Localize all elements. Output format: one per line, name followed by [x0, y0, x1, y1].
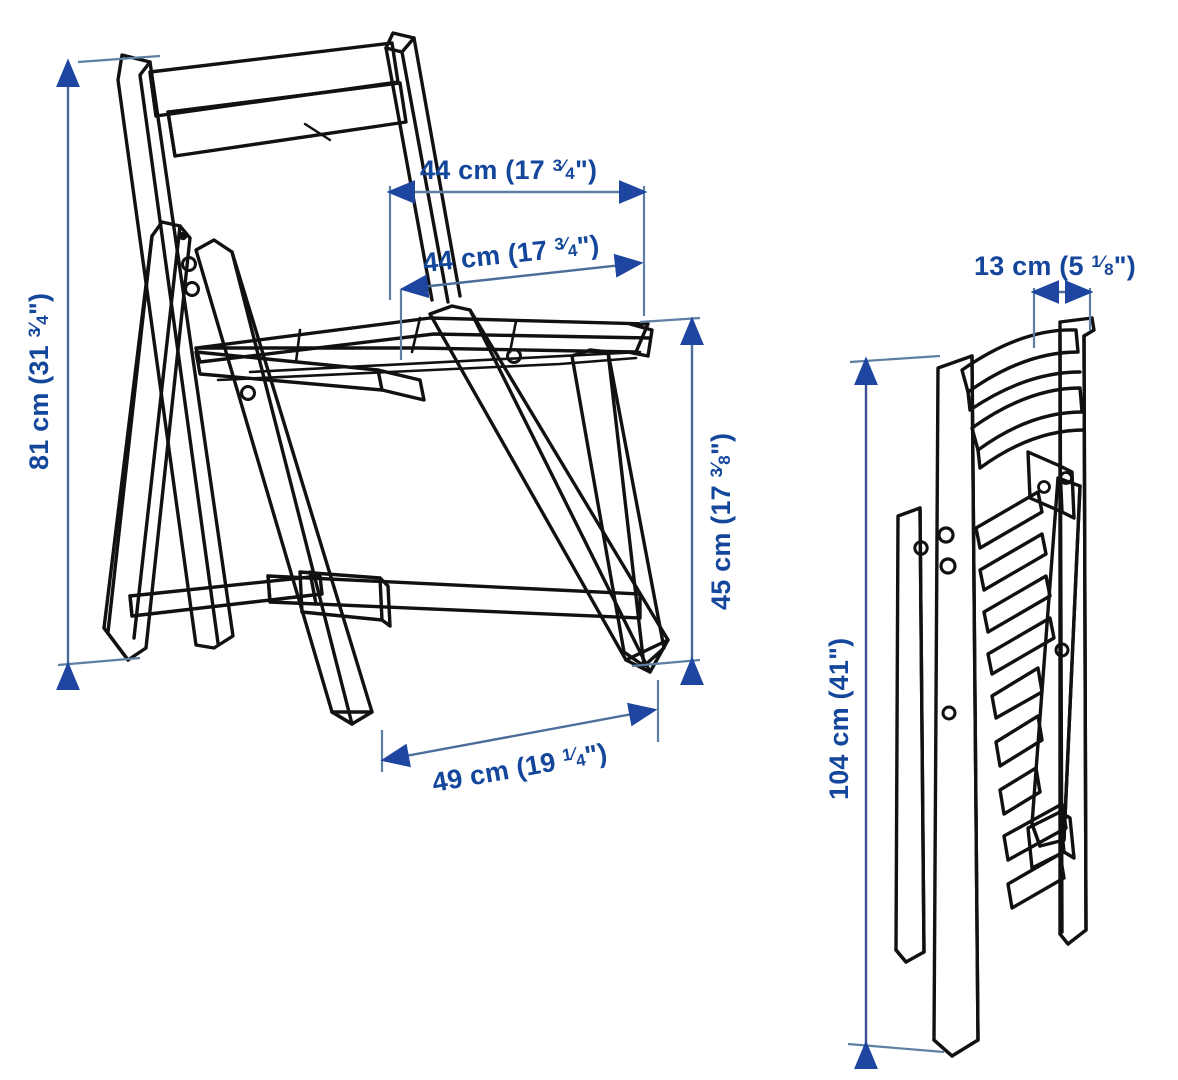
- dimension-folded-height: 104 cm (41"): [824, 354, 945, 1070]
- dimension-label-folded-height: 104 cm (41"): [824, 638, 854, 800]
- chair-seat-side-rail: [194, 350, 426, 402]
- dimension-label-seat-height: 45 cm (17 3⁄8"): [706, 433, 736, 610]
- pivot-hole-b: [181, 256, 197, 272]
- chair-rear-left-leg: [102, 220, 192, 662]
- chair-back-left-post: [116, 53, 235, 650]
- dimension-back-width: 44 cm (17 3⁄4"): [386, 155, 648, 316]
- folded-pivot-hole-g: [1054, 642, 1070, 658]
- dim-line: [399, 253, 644, 299]
- folded-pivot-hole-e: [1037, 480, 1051, 494]
- folded-back-slat-lower: [970, 386, 1086, 470]
- folded-bottom-block: [1026, 810, 1076, 870]
- folded-back-slat-upper: [960, 328, 1082, 412]
- dimension-overall-height: 81 cm (31 3⁄4"): [24, 54, 161, 691]
- chair-back-slat-lower: [166, 81, 408, 158]
- pivot-hole-d: [506, 348, 522, 364]
- dimension-folded-thickness: 13 cm (5 1⁄8"): [974, 251, 1136, 348]
- pivot-hole-e: [240, 385, 256, 401]
- folded-chair-illustration: [894, 316, 1096, 1058]
- dimension-seat-height: 45 cm (17 3⁄8"): [631, 316, 736, 686]
- folded-pivot-hole-d: [941, 705, 957, 721]
- folded-pivot-hole-b: [937, 526, 955, 544]
- dimension-label-folded-thickness: 13 cm (5 1⁄8"): [974, 251, 1136, 281]
- dimension-label-back-width: 44 cm (17 3⁄4"): [420, 155, 597, 185]
- chair-stretcher-left: [128, 574, 324, 618]
- dimension-label-overall-height: 81 cm (31 3⁄4"): [24, 293, 54, 470]
- chair-front-left-leg: [194, 238, 374, 726]
- folded-leg-far: [894, 506, 926, 964]
- back-slat-join: [303, 122, 332, 142]
- ext-line-top: [77, 54, 161, 64]
- pivot-hole-c: [184, 281, 200, 297]
- pivot-hole-a: [178, 231, 188, 241]
- folded-hinge-bracket: [1026, 450, 1076, 520]
- dim-line: [380, 702, 658, 768]
- folded-seat-slats: [974, 490, 1068, 910]
- chair-stretcher-block: [298, 570, 392, 628]
- folded-pivot-hole-c: [939, 557, 957, 575]
- folded-pivot-hole-a: [913, 540, 929, 556]
- folded-main-left-post: [932, 354, 980, 1058]
